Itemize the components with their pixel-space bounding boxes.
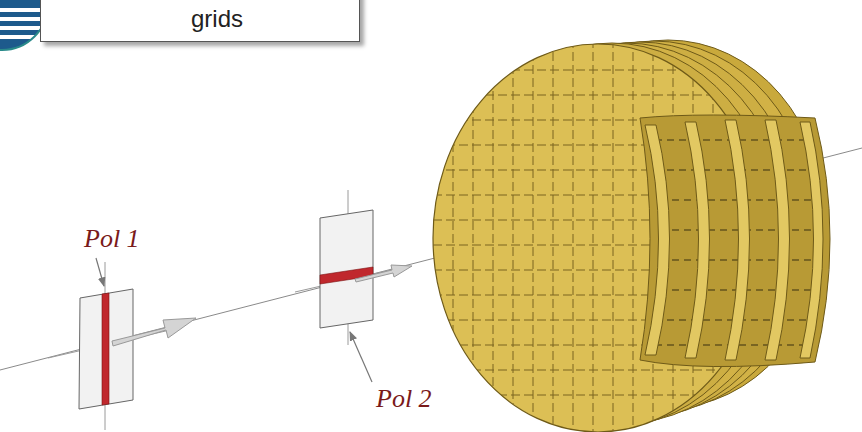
- polarizer-two: [295, 190, 412, 345]
- grid-cylinder: [420, 0, 830, 432]
- title-box: grids: [40, 0, 360, 42]
- polarizer-one: [48, 262, 196, 430]
- leader-line: [96, 258, 104, 286]
- polarizer-label: Pol 2: [376, 384, 432, 414]
- polarizer-label: Pol 1: [84, 224, 140, 254]
- box-text: grids: [191, 5, 359, 33]
- leader-line: [350, 332, 372, 382]
